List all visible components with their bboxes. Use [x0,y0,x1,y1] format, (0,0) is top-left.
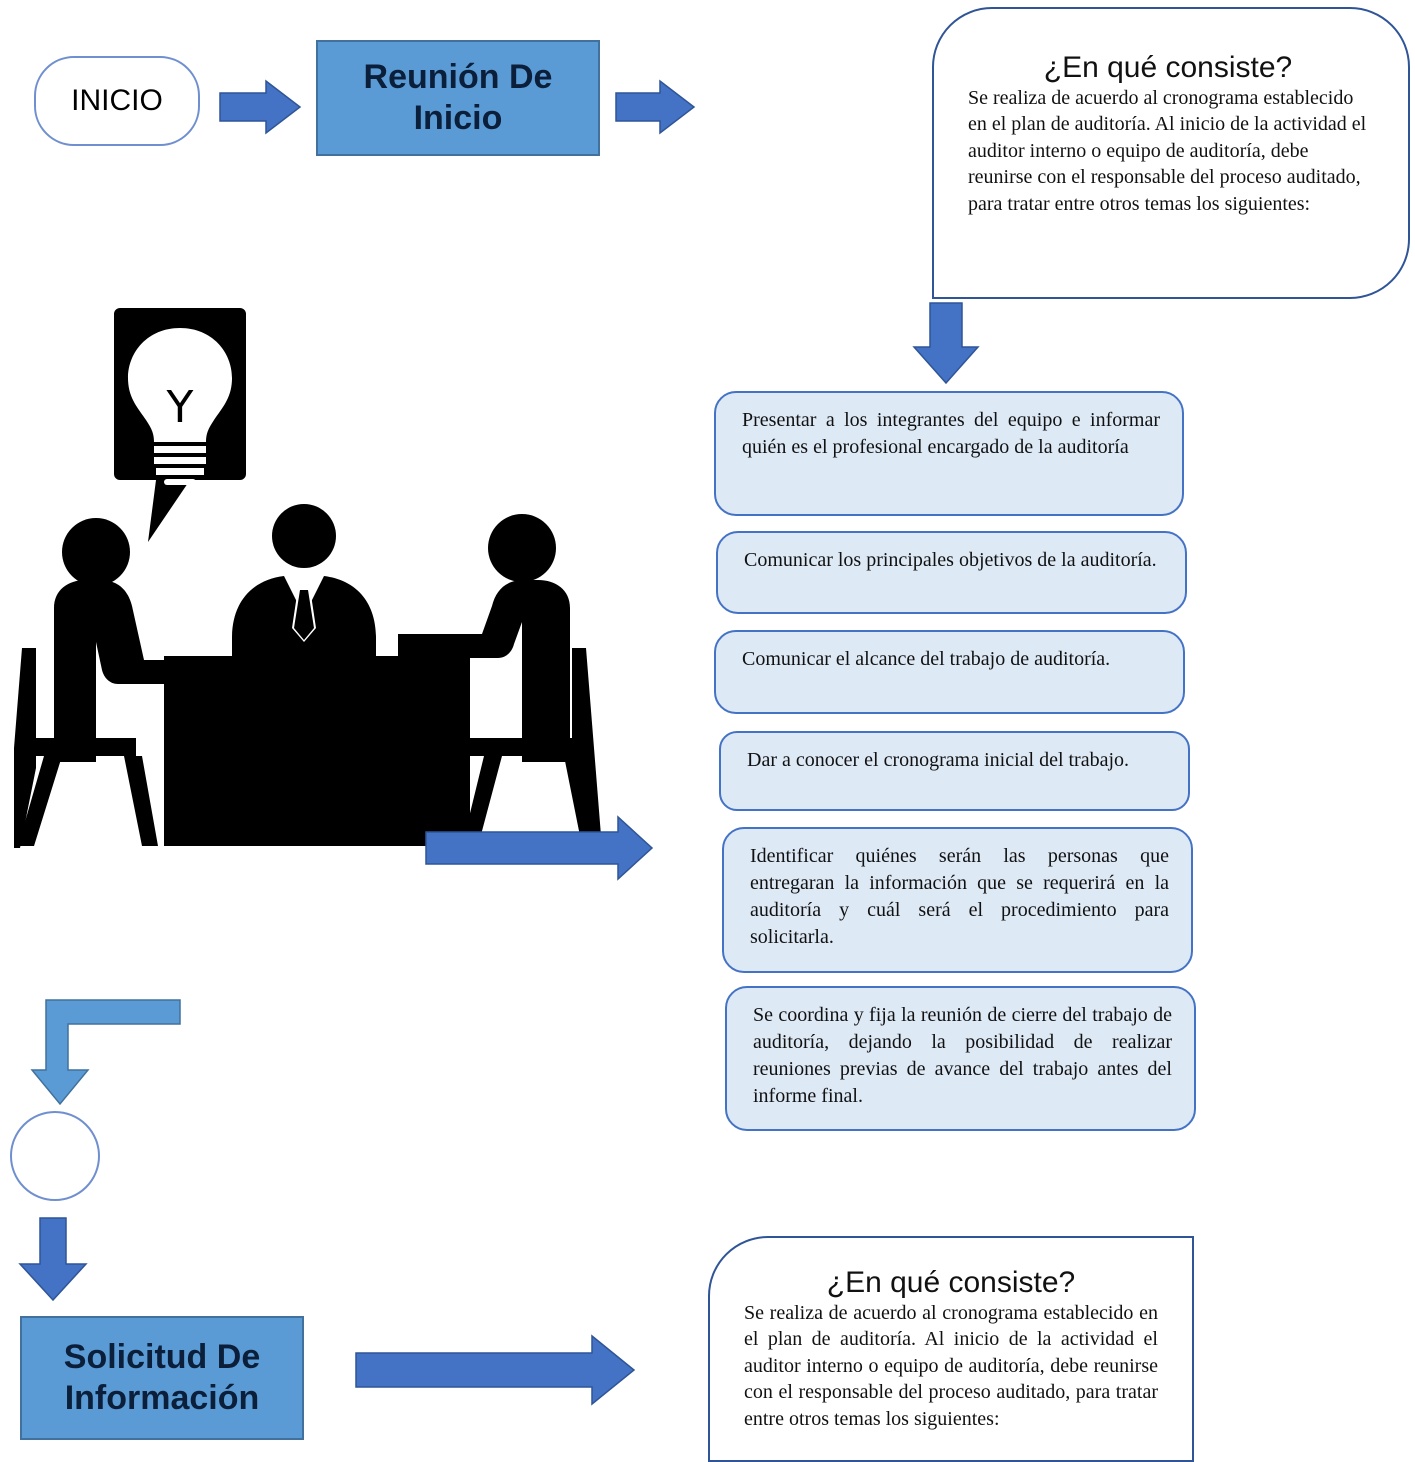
list-item: Dar a conocer el cronograma inicial del … [719,731,1190,811]
step-label: Reunión De Inicio [363,58,553,137]
item-text: Identificar quiénes serán las personas q… [750,845,1169,948]
list-item: Presentar a los integrantes del equipo e… [714,391,1184,516]
lightbulb-icon: Y [128,328,232,485]
callout-body: Se realiza de acuerdo al cronograma esta… [968,87,1367,215]
item-text: Comunicar el alcance del trabajo de audi… [742,648,1111,670]
step-label: Solicitud De Información [63,1338,261,1417]
arrow-right [615,79,696,135]
item-text: Presentar a los integrantes del equipo e… [742,409,1160,458]
list-item: Identificar quiénes serán las personas q… [722,827,1193,973]
item-text: Comunicar los principales objetivos de l… [744,549,1157,571]
list-item: Comunicar los principales objetivos de l… [716,531,1187,614]
svg-text:Y: Y [166,382,194,433]
arrow-right [219,79,302,135]
item-text: Se coordina y fija la reunión de cierre … [753,1004,1172,1107]
arrow-down [912,302,980,385]
item-text: Dar a conocer el cronograma inicial del … [747,749,1130,771]
callout-en-que-consiste: ¿En qué consiste? Se realiza de acuerdo … [708,1236,1194,1462]
callout-body: Se realiza de acuerdo al cronograma esta… [744,1302,1158,1430]
meeting-people-icon: Y [14,308,602,848]
arrow-right [425,815,654,881]
arrow-right [355,1334,636,1406]
callout-en-que-consiste: ¿En qué consiste? Se realiza de acuerdo … [932,7,1410,299]
list-item: Comunicar el alcance del trabajo de audi… [714,630,1185,714]
connector-circle [10,1111,100,1201]
step-solicitud-de-informacion: Solicitud De Información [20,1316,304,1440]
start-label: INICIO [71,84,163,117]
callout-title: ¿En qué consiste? [1043,51,1293,84]
arrow-down [18,1217,88,1302]
step-reunion-de-inicio: Reunión De Inicio [316,40,600,156]
start-node: INICIO [34,56,200,146]
callout-title: ¿En qué consiste? [826,1266,1076,1299]
list-item: Se coordina y fija la reunión de cierre … [725,986,1196,1131]
bent-arrow [30,999,181,1106]
